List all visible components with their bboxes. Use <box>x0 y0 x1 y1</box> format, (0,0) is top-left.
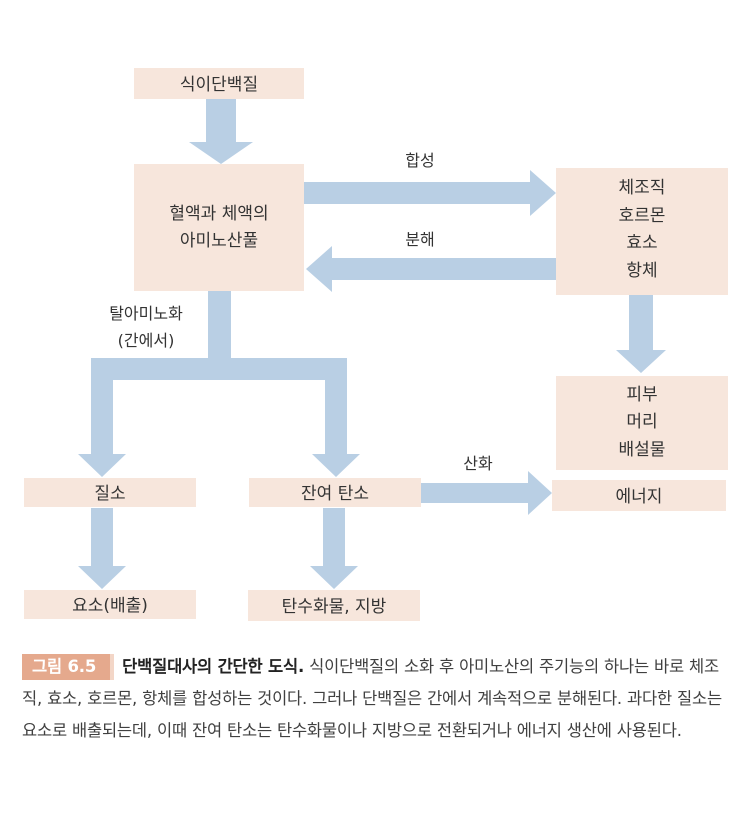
node-excreta: 배설물 <box>619 440 666 460</box>
arrow-breakdown <box>306 246 556 292</box>
node-energy: 에너지 <box>616 487 663 507</box>
arrow-intake <box>189 98 253 164</box>
box-carbon-skeleton <box>249 478 421 507</box>
arrow-to-carb-fat <box>310 508 358 589</box>
arrows <box>78 98 666 589</box>
boxes <box>24 68 728 621</box>
label-deamination-line1: 탈아미노화 <box>109 304 183 323</box>
node-hair: 머리 <box>626 412 657 432</box>
arrow-synthesis <box>304 170 556 216</box>
node-carbon-skeleton: 잔여 탄소 <box>301 484 369 504</box>
label-synthesis: 합성 <box>405 151 434 170</box>
label-oxidation: 산화 <box>463 454 493 473</box>
node-antibody: 항체 <box>626 261 657 281</box>
arrow-to-urea <box>78 508 126 589</box>
node-body-tissue: 체조직 <box>619 178 666 198</box>
node-amino-pool-line2: 아미노산풀 <box>180 231 258 251</box>
node-carb-fat: 탄수화물, 지방 <box>282 597 387 617</box>
box-energy <box>552 480 726 511</box>
box-urea <box>24 590 196 619</box>
figure-caption-body: 식이단백질의 소화 후 아미노산의 주기능의 하나는 바로 체조직, 효소, 호… <box>22 657 722 740</box>
box-tissues <box>556 168 728 295</box>
arrow-to-excretion <box>616 294 666 373</box>
node-amino-pool-line1: 혈액과 체액의 <box>169 204 268 224</box>
label-breakdown: 분해 <box>405 230 434 249</box>
node-hormone: 호르몬 <box>619 206 666 226</box>
node-nitrogen: 질소 <box>94 484 125 504</box>
box-texts: 식이단백질 혈액과 체액의 아미노산풀 체조직 호르몬 효소 항체 피부 머리 … <box>72 75 665 617</box>
arrow-labels: 합성 분해 탈아미노화 (간에서) 산화 <box>109 151 493 473</box>
label-deamination-line2: (간에서) <box>118 331 175 350</box>
arrow-to-nitrogen <box>78 378 126 477</box>
box-amino-acid-pool <box>134 164 304 291</box>
box-carb-fat <box>248 590 420 621</box>
box-nitrogen <box>24 478 196 507</box>
box-dietary-protein <box>134 68 304 99</box>
arrow-to-carbon <box>312 378 360 477</box>
arrow-deamination-stem <box>208 290 231 358</box>
figure-caption: 그림 6.5 단백질대사의 간단한 도식. 식이단백질의 소화 후 아미노산의 주… <box>22 651 734 747</box>
node-urea: 요소(배출) <box>72 596 148 616</box>
protein-metabolism-diagram: 식이단백질 혈액과 체액의 아미노산풀 체조직 호르몬 효소 항체 피부 머리 … <box>24 68 728 621</box>
figure-label: 그림 6.5 <box>22 654 115 680</box>
node-skin: 피부 <box>626 385 657 405</box>
arrow-oxidation <box>420 471 552 515</box>
box-excretion <box>556 376 728 470</box>
node-dietary-protein: 식이단백질 <box>180 75 258 95</box>
arrow-deamination-bar <box>91 358 347 380</box>
node-enzyme: 효소 <box>626 233 657 253</box>
figure-title: 단백질대사의 간단한 도식. <box>122 657 305 676</box>
